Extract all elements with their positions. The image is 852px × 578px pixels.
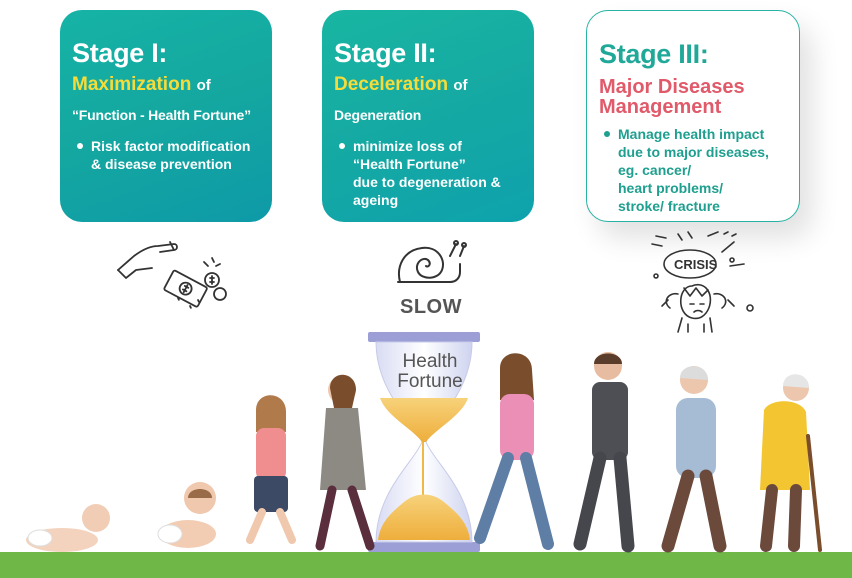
bullet-line: Manage health impact <box>618 126 765 142</box>
bullet-line: eg. cancer/ <box>618 162 692 178</box>
baby-figure <box>26 504 110 552</box>
snail-icon <box>397 240 467 283</box>
hourglass-icon <box>368 332 480 552</box>
stage-3-headline-line: Management <box>599 96 722 118</box>
stage-1-card: Stage I: Maximization of “Function - Hea… <box>60 10 272 222</box>
stage-1-headline: Maximization of <box>72 74 260 97</box>
hand-money-icon <box>117 241 227 311</box>
stage-3-headline-line: Major Diseases <box>599 76 745 98</box>
bullet-line: ageing <box>353 192 399 208</box>
stage-2-bullets: minimize loss of “Health Fortune” due to… <box>334 137 522 209</box>
hourglass-label-line: Fortune <box>397 371 463 392</box>
stage-3-card: Stage III: Major Diseases Management Man… <box>586 10 800 222</box>
bullet-line: minimize loss of <box>353 138 462 154</box>
girl-figure <box>246 395 296 544</box>
bullet-dot-icon <box>77 143 83 149</box>
woman-figure <box>474 353 554 550</box>
stage-1-bullets: Risk factor modification & disease preve… <box>72 137 260 173</box>
stage-3-headline: Major Diseases Management <box>599 77 787 117</box>
bullet-dot-icon <box>339 143 345 149</box>
bullet-dot-icon <box>604 131 610 137</box>
stage-1-headline-text: Maximization <box>72 74 192 95</box>
hourglass-label-line: Health <box>402 351 458 372</box>
stage-1-subline: “Function - Health Fortune” <box>72 107 251 123</box>
crisis-text: CRISIS <box>674 257 718 272</box>
life-stages-illustration <box>26 352 822 553</box>
stage-1-of: of <box>196 77 211 94</box>
crisis-head-icon: CRISIS <box>651 231 754 333</box>
bullet-line: heart problems/ <box>618 180 724 196</box>
bullet-line: Risk factor modification <box>91 138 251 154</box>
bullet-line: “Health Fortune” <box>353 156 466 172</box>
toddler-figure <box>157 482 216 548</box>
stage-1-title: Stage I: <box>72 38 168 68</box>
stage-3-title: Stage III: <box>599 39 709 69</box>
bullet-line: due to degeneration & <box>353 174 501 190</box>
stage-1-bullet: Risk factor modification & disease preve… <box>72 137 260 173</box>
stage-2-title: Stage II: <box>334 38 437 68</box>
stage-2-headline: Deceleration of <box>334 74 522 97</box>
stage-2-bullet: minimize loss of “Health Fortune” due to… <box>334 137 522 209</box>
hourglass-label: Health Fortune <box>380 352 480 392</box>
man-figure <box>573 352 635 553</box>
stage-2-subline: Degeneration <box>334 107 422 123</box>
stage-2-card: Stage II: Deceleration of Degeneration m… <box>322 10 534 222</box>
stage-2-headline-text: Deceleration <box>334 74 449 95</box>
older-woman-figure <box>661 366 727 553</box>
bullet-line: stroke/ fracture <box>618 198 720 214</box>
bullet-line: due to major diseases, <box>618 144 769 160</box>
teen-figure <box>315 374 375 551</box>
elderly-woman-figure <box>760 374 822 552</box>
bullet-line: & disease prevention <box>91 156 232 172</box>
stage-3-bullet: Manage health impact due to major diseas… <box>599 125 787 215</box>
slow-label: SLOW <box>400 296 462 318</box>
ground <box>0 552 852 578</box>
stage-3-bullets: Manage health impact due to major diseas… <box>599 125 787 215</box>
stage-2-of: of <box>453 77 468 94</box>
